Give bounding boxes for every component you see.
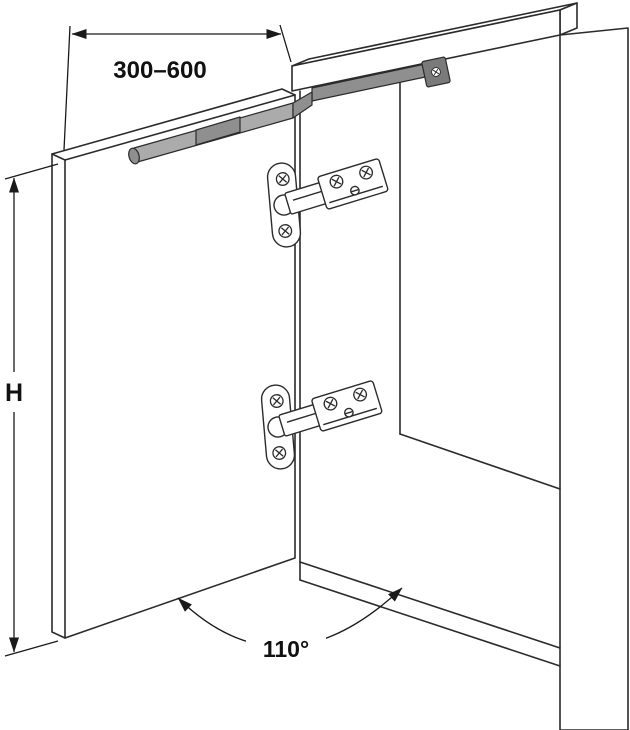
angle-dimension-label: 110° [263,636,309,662]
angle-dimension: 110° [177,587,403,664]
width-dimension: 300–600 [63,24,292,151]
cabinet-carcass [291,2,629,730]
hinge-bottom [260,380,382,470]
width-dimension-label: 300–600 [113,57,206,84]
height-dimension-label: H [5,379,23,407]
cabinet-interior [399,69,561,490]
door-panel [51,88,296,639]
bottom-panel [299,561,561,667]
hinge-top [266,158,388,248]
damper-activator [311,56,451,102]
right-side-panel [559,27,629,730]
damper-rail [128,91,313,165]
height-dimension: H [4,163,59,657]
top-panel [291,2,578,92]
